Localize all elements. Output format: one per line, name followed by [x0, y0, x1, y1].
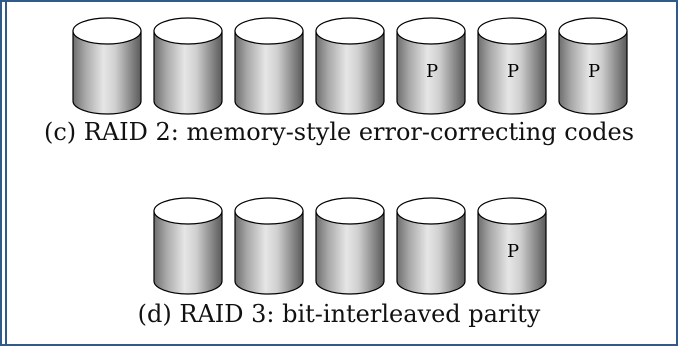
raid3-caption: (d) RAID 3: bit-interleaved parity: [137, 300, 541, 328]
raid3-disk-row: P: [153, 197, 547, 295]
disk-top: [477, 17, 547, 45]
disk-top: [477, 197, 547, 225]
data-disk: [315, 17, 385, 115]
disk-body: [153, 30, 223, 115]
disk-body: [477, 30, 547, 115]
data-disk: [396, 197, 466, 295]
disk-body: [72, 30, 142, 115]
parity-label: P: [588, 61, 600, 82]
disk-body: [396, 30, 466, 115]
disk-body: [315, 210, 385, 295]
parity-disk: P: [477, 17, 547, 115]
disk-top: [315, 17, 385, 45]
parity-disk: P: [396, 17, 466, 115]
disk-top: [234, 197, 304, 225]
disk-top: [153, 17, 223, 45]
disk-top: [396, 17, 466, 45]
parity-disk: P: [558, 17, 628, 115]
parity-label: P: [507, 241, 519, 262]
disk-body: [558, 30, 628, 115]
disk-top: [153, 197, 223, 225]
disk-top: [234, 17, 304, 45]
disk-body: [315, 30, 385, 115]
disk-body: [477, 210, 547, 295]
disk-top: [72, 17, 142, 45]
disk-body: [234, 30, 304, 115]
disk-body: [153, 210, 223, 295]
data-disk: [234, 197, 304, 295]
data-disk: [234, 17, 304, 115]
parity-label: P: [426, 61, 438, 82]
parity-disk: P: [477, 197, 547, 295]
raid2-caption: (c) RAID 2: memory-style error-correctin…: [43, 118, 635, 146]
disk-body: [396, 210, 466, 295]
data-disk: [153, 197, 223, 295]
data-disk: [315, 197, 385, 295]
parity-label: P: [507, 61, 519, 82]
disk-top: [315, 197, 385, 225]
disk-body: [234, 210, 304, 295]
disk-top: [396, 197, 466, 225]
disk-top: [558, 17, 628, 45]
data-disk: [72, 17, 142, 115]
data-disk: [153, 17, 223, 115]
